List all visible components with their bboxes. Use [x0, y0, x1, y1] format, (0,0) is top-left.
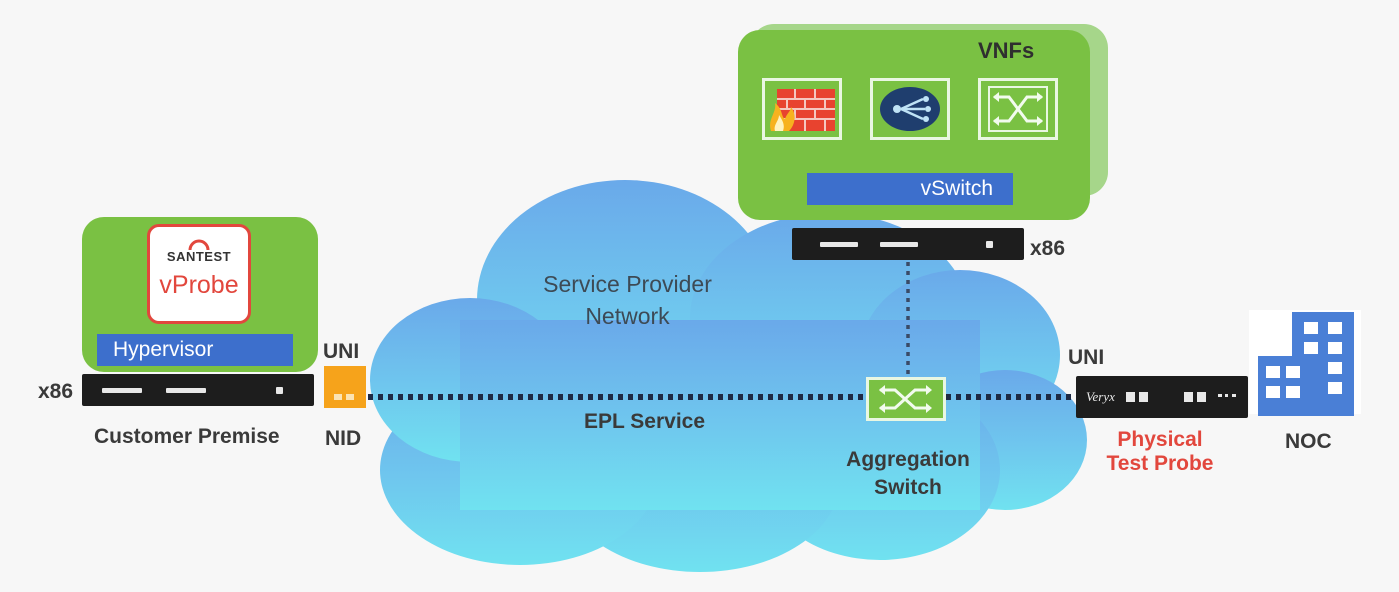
- vswitch-bar: vSwitch: [807, 173, 1013, 205]
- server-drive-bay: [102, 388, 142, 393]
- santest-logo-arc: [188, 239, 210, 251]
- probe-port: [1197, 392, 1206, 402]
- nid-uni-label: UNI: [323, 340, 360, 363]
- hypervisor-label: Hypervisor: [113, 338, 214, 361]
- customer-x86-server: [82, 374, 314, 406]
- aggregation-switch-icon: [866, 377, 946, 421]
- server-drive-bay: [166, 388, 206, 393]
- firewall-icon: [762, 78, 842, 140]
- nid-device: [324, 366, 366, 408]
- nid-label: NID: [325, 427, 362, 450]
- physical-probe-device: Veryx: [1076, 376, 1248, 418]
- hypervisor-bar: Hypervisor: [97, 334, 293, 366]
- vprobe-card: SANTEST vProbe: [147, 224, 251, 324]
- load-balancer-icon: [870, 78, 950, 140]
- nid-port: [346, 394, 354, 400]
- server-led: [986, 241, 993, 248]
- aggregation-label-line1: Aggregation: [846, 448, 970, 471]
- probe-port: [1126, 392, 1135, 402]
- vnf-x86-label: x86: [1030, 237, 1066, 260]
- probe-brand: Veryx: [1086, 389, 1115, 404]
- probe-uni-label: UNI: [1068, 346, 1105, 369]
- physical-probe-label: Physical Test Probe: [1090, 428, 1230, 476]
- noc-building-icon: [1258, 312, 1354, 416]
- vnf-x86-server: [792, 228, 1024, 260]
- server-drive-bay: [880, 242, 918, 247]
- probe-port: [1184, 392, 1193, 402]
- server-drive-bay: [820, 242, 858, 247]
- customer-premise-label: Customer Premise: [94, 425, 280, 448]
- vprobe-label: vProbe: [159, 271, 239, 299]
- nid-port: [334, 394, 342, 400]
- noc-label: NOC: [1285, 430, 1332, 453]
- aggregation-label-line2: Switch: [874, 476, 942, 499]
- server-led: [276, 387, 283, 394]
- cloud-label-line1: Service Provider: [543, 271, 712, 297]
- probe-port: [1139, 392, 1148, 402]
- vnf-title: VNFs: [978, 38, 1035, 63]
- cloud-label: Service Provider Network: [520, 268, 735, 332]
- santest-logo: SANTEST: [166, 249, 232, 264]
- epl-service-label: EPL Service: [584, 410, 706, 433]
- probe-led-row: [1218, 394, 1236, 400]
- physical-probe-line2: Test Probe: [1106, 452, 1214, 475]
- vswitch-label: vSwitch: [920, 177, 993, 200]
- physical-probe-line1: Physical: [1117, 428, 1203, 451]
- switch-icon: [978, 78, 1058, 140]
- customer-x86-label: x86: [38, 380, 74, 403]
- aggregation-switch-label: Aggregation Switch: [828, 446, 988, 502]
- cloud-label-line2: Network: [585, 303, 670, 329]
